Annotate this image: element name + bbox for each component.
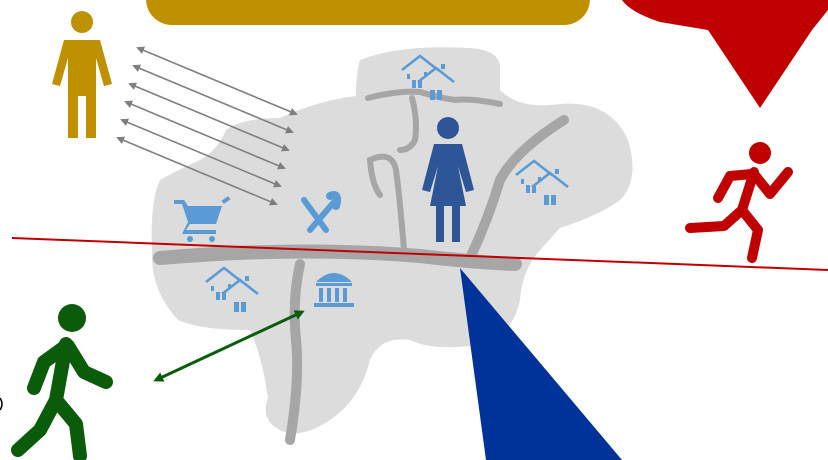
navy-wedge <box>460 268 622 460</box>
standing-man-icon <box>52 11 112 138</box>
walking-man-icon <box>18 304 106 456</box>
edge-mark <box>0 398 2 410</box>
gold-rounded-banner <box>146 0 590 25</box>
red-down-triangle <box>622 0 828 108</box>
city-area <box>152 47 633 433</box>
running-man-icon <box>690 142 788 258</box>
